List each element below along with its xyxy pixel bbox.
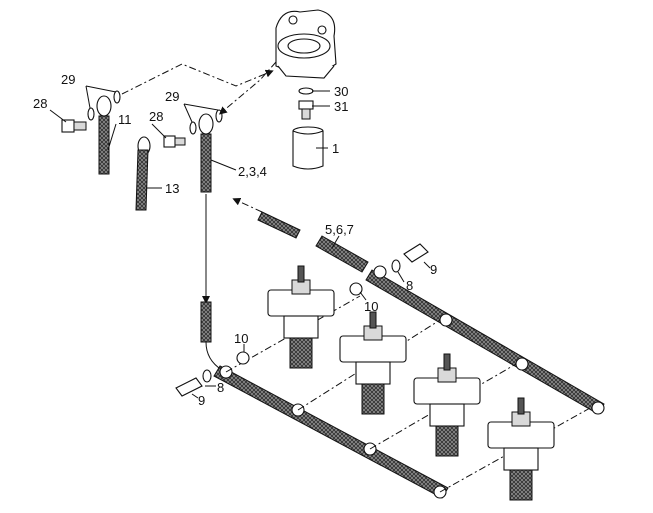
- hose-13: [135, 136, 151, 211]
- label-29-mid: 29: [165, 89, 179, 104]
- supply-pipe: [200, 301, 449, 499]
- label-10-lower: 10: [234, 331, 248, 346]
- label-8-left: 8: [217, 380, 224, 395]
- leader-lines: [49, 85, 431, 399]
- seal-ring-30: [298, 87, 314, 95]
- banjo-bolt-9-right: [391, 243, 429, 273]
- label-11: 11: [118, 112, 132, 127]
- injection-pump-1: [267, 265, 335, 369]
- label-28-left: 28: [33, 96, 47, 111]
- return-pipe-5-6-7: [257, 211, 605, 415]
- hose-2-3-4: [198, 113, 214, 193]
- washer-10-upper: [349, 282, 363, 296]
- washer-10-lower: [236, 351, 250, 365]
- banjo-bolt-28-mid: [163, 135, 186, 148]
- hose-11: [96, 95, 112, 175]
- label-29-left: 29: [61, 72, 75, 87]
- seal-rings-29-left: [87, 90, 121, 121]
- label-9-left: 9: [198, 393, 205, 408]
- label-5-6-7: 5,6,7: [325, 222, 354, 237]
- label-28-mid: 28: [149, 109, 163, 124]
- banjo-bolt-28-left: [61, 119, 87, 133]
- filter-head: [275, 9, 337, 79]
- label-2-3-4: 2,3,4: [238, 164, 267, 179]
- filter-cartridge-1: [292, 126, 324, 170]
- banjo-bolt-9-left: [175, 369, 212, 397]
- label-13: 13: [165, 181, 179, 196]
- label-10-upper: 10: [364, 299, 378, 314]
- banjo-bolt-31: [298, 100, 314, 120]
- label-9-right: 9: [430, 262, 437, 277]
- injection-pump-2: [339, 311, 407, 415]
- label-31: 31: [334, 99, 348, 114]
- callout-labels: 1 2,3,4 5,6,7 8 8 9 9 10 10 11 13 28 28 …: [33, 72, 437, 408]
- label-1: 1: [332, 141, 339, 156]
- injection-pump-4: [487, 397, 555, 501]
- label-30: 30: [334, 84, 348, 99]
- label-8-right: 8: [406, 278, 413, 293]
- injection-pump-3: [413, 353, 481, 457]
